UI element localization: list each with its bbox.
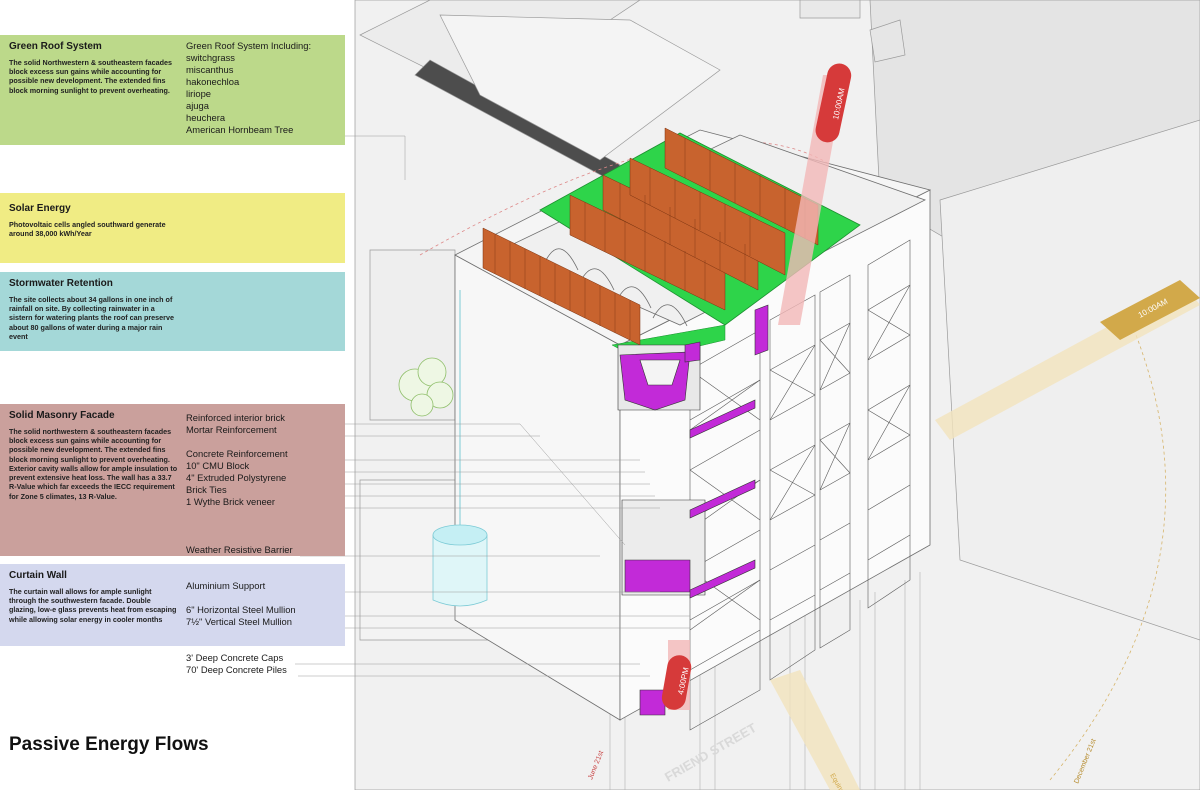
plant-item: miscanthus bbox=[186, 64, 234, 75]
panel-masonry: Solid Masonry Facade The solid northwest… bbox=[0, 404, 345, 556]
wall-layer-label: 1 Wythe Brick veneer bbox=[186, 496, 276, 507]
panel-body: The solid Northwestern & southeastern fa… bbox=[9, 58, 172, 95]
weather-barrier-label: Weather Resistive Barrier bbox=[186, 544, 293, 555]
green-roof-plant-list: Green Roof System Including: switchgrass… bbox=[186, 40, 311, 136]
panel-body: The site collects about 34 gallons in on… bbox=[9, 295, 174, 341]
wall-layer-label: 10" CMU Block bbox=[186, 460, 250, 471]
wall-layer-list: Concrete Reinforcement 10" CMU Block 4" … bbox=[186, 448, 288, 508]
weather-barrier-label-group: Weather Resistive Barrier bbox=[186, 544, 293, 556]
plant-item: American Hornbeam Tree bbox=[186, 124, 294, 135]
plant-item: hakonechloa bbox=[186, 76, 240, 87]
wall-layer-label: 4" Extruded Polystyrene bbox=[186, 472, 287, 483]
panel-stormwater: Stormwater Retention The site collects a… bbox=[0, 272, 345, 351]
panel-solar: Solar Energy Photovoltaic cells angled s… bbox=[0, 193, 345, 263]
panel-curtain-wall: Curtain Wall The curtain wall allows for… bbox=[0, 564, 345, 646]
wall-section-cuts bbox=[617, 304, 769, 716]
foundation-label: 3' Deep Concrete Caps bbox=[186, 652, 284, 663]
curtain-support-label: Aluminium Support bbox=[186, 580, 266, 591]
panel-body: The curtain wall allows for ample sunlig… bbox=[9, 587, 177, 624]
sun-rays bbox=[661, 63, 1200, 790]
panel-body: Photovoltaic cells angled southward gene… bbox=[9, 220, 166, 239]
foundation-label: 70' Deep Concrete Piles bbox=[186, 664, 287, 675]
panel-title: Solar Energy bbox=[9, 203, 71, 214]
tree bbox=[398, 357, 454, 417]
curtain-wall-grid bbox=[689, 239, 911, 731]
wall-layer-label: Concrete Reinforcement bbox=[186, 448, 288, 459]
sun-path-arc-december bbox=[1049, 319, 1167, 781]
wall-layer-label: Reinforced interior brick bbox=[186, 412, 285, 423]
cistern bbox=[432, 290, 488, 607]
page-title: Passive Energy Flows bbox=[9, 734, 209, 755]
plant-item: switchgrass bbox=[186, 52, 235, 63]
panel-body: The solid northwestern & southeastern fa… bbox=[9, 427, 178, 501]
wall-layer-list-top: Reinforced interior brick Mortar Reinfor… bbox=[186, 412, 285, 436]
panel-title: Curtain Wall bbox=[9, 570, 67, 581]
panel-title: Solid Masonry Facade bbox=[9, 410, 115, 421]
plant-item: ajuga bbox=[186, 100, 209, 111]
plant-item: liriope bbox=[186, 88, 212, 99]
wall-layer-label: Brick Ties bbox=[186, 484, 227, 495]
curtain-wall-support-group: Aluminium Support bbox=[186, 580, 265, 592]
solar-fin-rows bbox=[482, 127, 819, 346]
panel-title: Stormwater Retention bbox=[9, 278, 113, 289]
mullion-label: 7½" Vertical Steel Mullion bbox=[186, 616, 292, 627]
plant-list-heading: Green Roof System Including: bbox=[186, 40, 312, 51]
panel-title: Green Roof System bbox=[9, 41, 102, 52]
curtain-wall-mullion-list: 6" Horizontal Steel Mullion 7½" Vertical… bbox=[186, 604, 296, 628]
panel-green-roof: Green Roof System The solid Northwestern… bbox=[0, 35, 345, 145]
mullion-label: 6" Horizontal Steel Mullion bbox=[186, 604, 296, 615]
wall-layer-label: Mortar Reinforcement bbox=[186, 424, 277, 435]
foundation-label-list: 3' Deep Concrete Caps 70' Deep Concrete … bbox=[186, 652, 287, 676]
plant-item: heuchera bbox=[186, 112, 226, 123]
